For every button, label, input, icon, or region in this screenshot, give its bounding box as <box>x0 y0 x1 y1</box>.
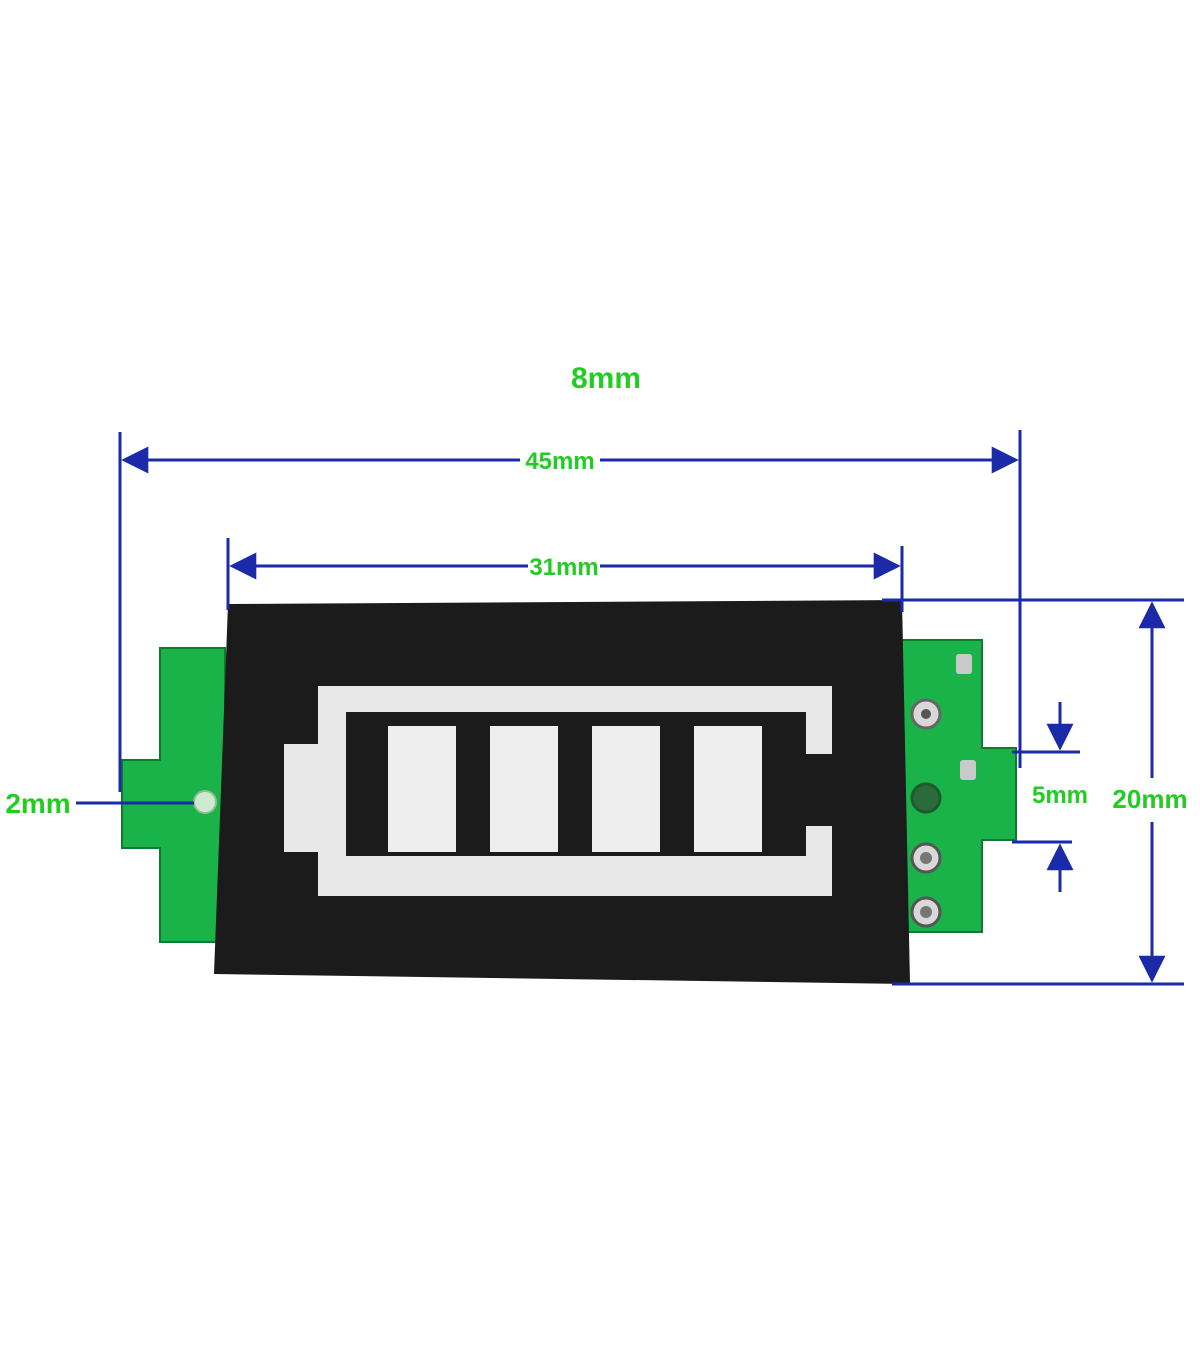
pin-hole <box>921 709 931 719</box>
pin-hole <box>920 906 932 918</box>
battery-segment <box>592 726 660 852</box>
mounting-hole <box>193 790 217 814</box>
height-label: 20mm <box>1112 784 1187 814</box>
pin-hole <box>910 782 942 814</box>
battery-outline <box>284 686 832 896</box>
solder-pad <box>956 654 972 674</box>
pin-hole <box>920 852 932 864</box>
battery-segment <box>490 726 558 852</box>
pin-pitch-label: 5mm <box>1032 782 1088 809</box>
thickness-label: 8mm <box>571 362 641 395</box>
battery-segment <box>694 726 762 852</box>
display-length-label: 31mm <box>529 554 598 581</box>
hole-diameter-label: 2mm <box>5 788 70 819</box>
battery-segments <box>388 726 762 852</box>
battery-segment <box>388 726 456 852</box>
total-length-label: 45mm <box>525 448 594 475</box>
solder-pad <box>960 760 976 780</box>
